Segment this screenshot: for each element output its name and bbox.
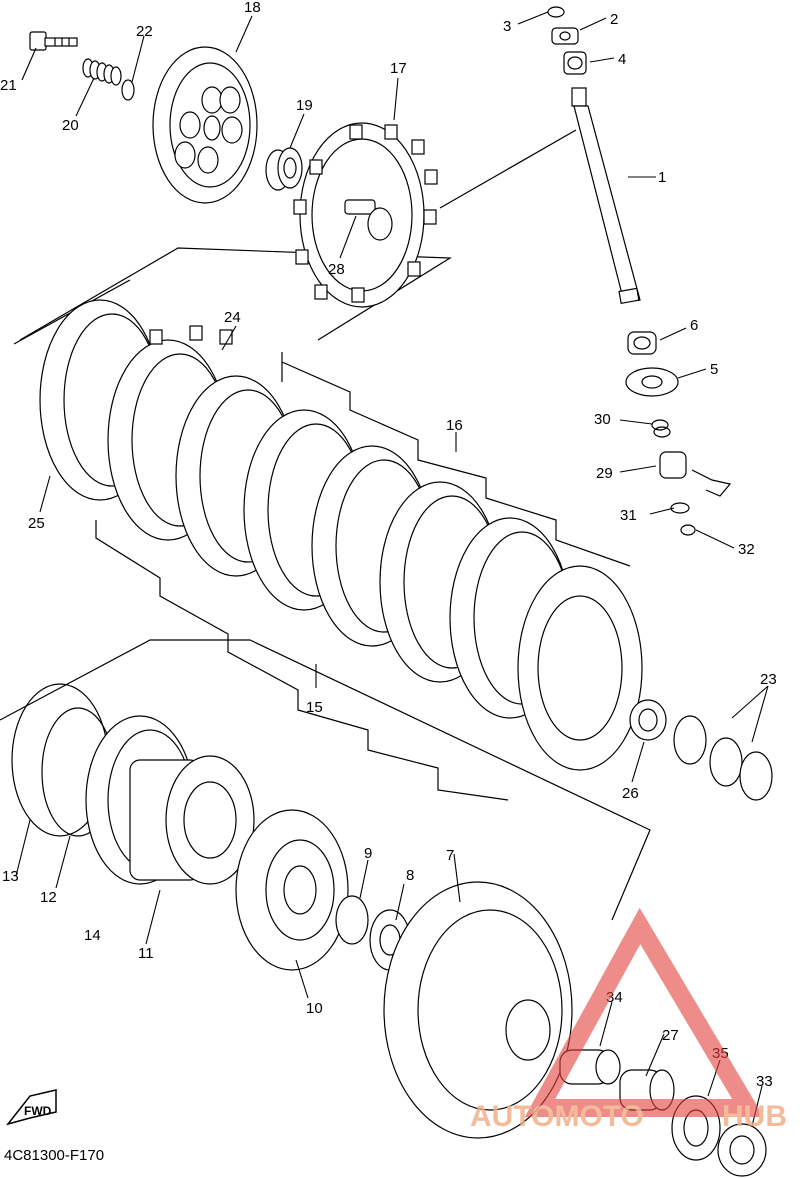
spring-30 [651, 419, 671, 438]
part-label-30: 30 [594, 411, 611, 428]
part-label-10: 10 [306, 1000, 323, 1017]
part-label-22: 22 [136, 23, 153, 40]
watermark-triangle [524, 907, 764, 1117]
clutch-boss-11 [129, 755, 255, 885]
part-label-27: 27 [662, 1027, 679, 1044]
part-label-7: 7 [446, 847, 454, 864]
part-label-6: 6 [690, 317, 698, 334]
friction-plate-stack [39, 299, 643, 771]
part-label-14: 14 [84, 927, 101, 944]
bearing-19 [265, 147, 303, 191]
nut-2 [551, 27, 579, 45]
part-label-29: 29 [596, 465, 613, 482]
diagram-code: 4C81300-F170 [4, 1147, 104, 1164]
circlip-32 [680, 524, 696, 536]
shaft-1 [571, 87, 641, 304]
push-rod-28 [344, 199, 393, 241]
part-label-26: 26 [622, 785, 639, 802]
bearing-5 [625, 367, 679, 397]
watermark-text-left: AUTOMOTO [470, 1100, 644, 1133]
pressure-plate-18 [152, 46, 258, 204]
nut-26 [629, 699, 667, 741]
watermark-text-right: HUB [722, 1100, 787, 1133]
washer-22 [121, 79, 135, 101]
part-label-25: 25 [28, 515, 45, 532]
part-label-28: 28 [328, 261, 345, 278]
plate-8 [517, 565, 643, 771]
part-label-19: 19 [296, 97, 313, 114]
part-number-labels: 1 2 3 4 5 6 7 8 9 10 11 12 13 14 15 16 1… [0, 0, 777, 1090]
watermark-logo: AUTOMOTO HUB [470, 907, 787, 1133]
washer-9 [335, 895, 369, 945]
part-label-12: 12 [40, 889, 57, 906]
washer-31 [670, 502, 690, 514]
part-label-11: 11 [138, 945, 154, 962]
part-label-21: 21 [0, 77, 17, 94]
part-label-5: 5 [710, 361, 718, 378]
bearing-6 [627, 331, 657, 355]
part-label-24: 24 [224, 309, 241, 326]
bushing-4 [563, 51, 587, 75]
washer-33 [717, 1123, 767, 1177]
part-label-1: 1 [658, 169, 666, 186]
part-label-31: 31 [620, 507, 637, 524]
part-label-23: 23 [760, 671, 777, 688]
part-label-3: 3 [503, 18, 511, 35]
part-label-20: 20 [62, 117, 79, 134]
part-label-9: 9 [364, 845, 372, 862]
part-label-4: 4 [618, 51, 626, 68]
part-label-2: 2 [610, 11, 618, 28]
part-label-13: 13 [2, 868, 19, 885]
clip-3 [547, 6, 565, 18]
leader-lines [15, 11, 769, 1127]
pressure-plate-10 [235, 809, 349, 971]
fwd-label: FWD [24, 1104, 52, 1118]
lock-washer-23 [673, 715, 773, 801]
part-label-33: 33 [756, 1073, 773, 1090]
part-label-18: 18 [244, 0, 261, 16]
lever-29 [659, 451, 732, 497]
part-label-8: 8 [406, 867, 414, 884]
part-label-15: 15 [306, 699, 323, 716]
bolt-21 [29, 31, 78, 51]
clutch-plate-17 [293, 122, 438, 308]
part-label-16: 16 [446, 417, 463, 434]
part-label-17: 17 [390, 60, 407, 77]
part-label-32: 32 [738, 541, 755, 558]
spring-20 [82, 58, 122, 86]
fwd-arrow-icon: FWD [6, 1089, 57, 1126]
clutch-housing-7 [383, 881, 573, 1139]
